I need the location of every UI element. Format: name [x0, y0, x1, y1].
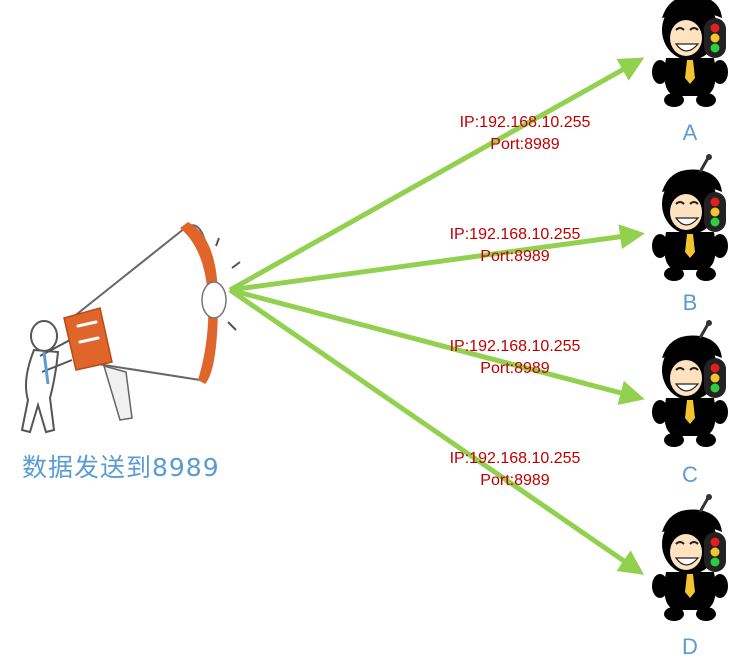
arrow-to-b [229, 224, 645, 293]
edge-label-a: IP:192.168.10.255 Port:8989 [430, 112, 620, 156]
sender-label: 数据发送到8989 [22, 453, 220, 482]
edge-label-c: IP:192.168.10.255 Port:8989 [420, 336, 610, 380]
edge-ip: IP:192.168.10.255 [449, 226, 581, 243]
arrow-to-c [229, 287, 645, 405]
edge-port: Port:8989 [490, 136, 560, 153]
arrow-to-a [228, 57, 645, 293]
mascot-icon-a [650, 0, 730, 109]
edge-port: Port:8989 [480, 472, 550, 489]
edge-port: Port:8989 [480, 248, 550, 265]
edge-ip: IP:192.168.10.255 [449, 450, 581, 467]
edge-port: Port:8989 [480, 360, 550, 377]
megaphone-person-icon [20, 222, 241, 434]
node-label-a: A [682, 120, 698, 145]
edge-label-d: IP:192.168.10.255 Port:8989 [420, 448, 610, 492]
edge-ip: IP:192.168.10.255 [449, 338, 581, 355]
edge-ip: IP:192.168.10.255 [459, 114, 591, 131]
node-label-c: C [682, 462, 698, 487]
node-label-d: D [682, 634, 698, 659]
arrow-to-d [228, 287, 645, 575]
mascot-icon-c [650, 318, 730, 449]
mascot-icon-b [650, 152, 730, 283]
arrow-group [228, 57, 645, 575]
mascot-icon-d [650, 492, 730, 623]
node-label-b: B [682, 290, 698, 315]
edge-label-b: IP:192.168.10.255 Port:8989 [420, 224, 610, 268]
